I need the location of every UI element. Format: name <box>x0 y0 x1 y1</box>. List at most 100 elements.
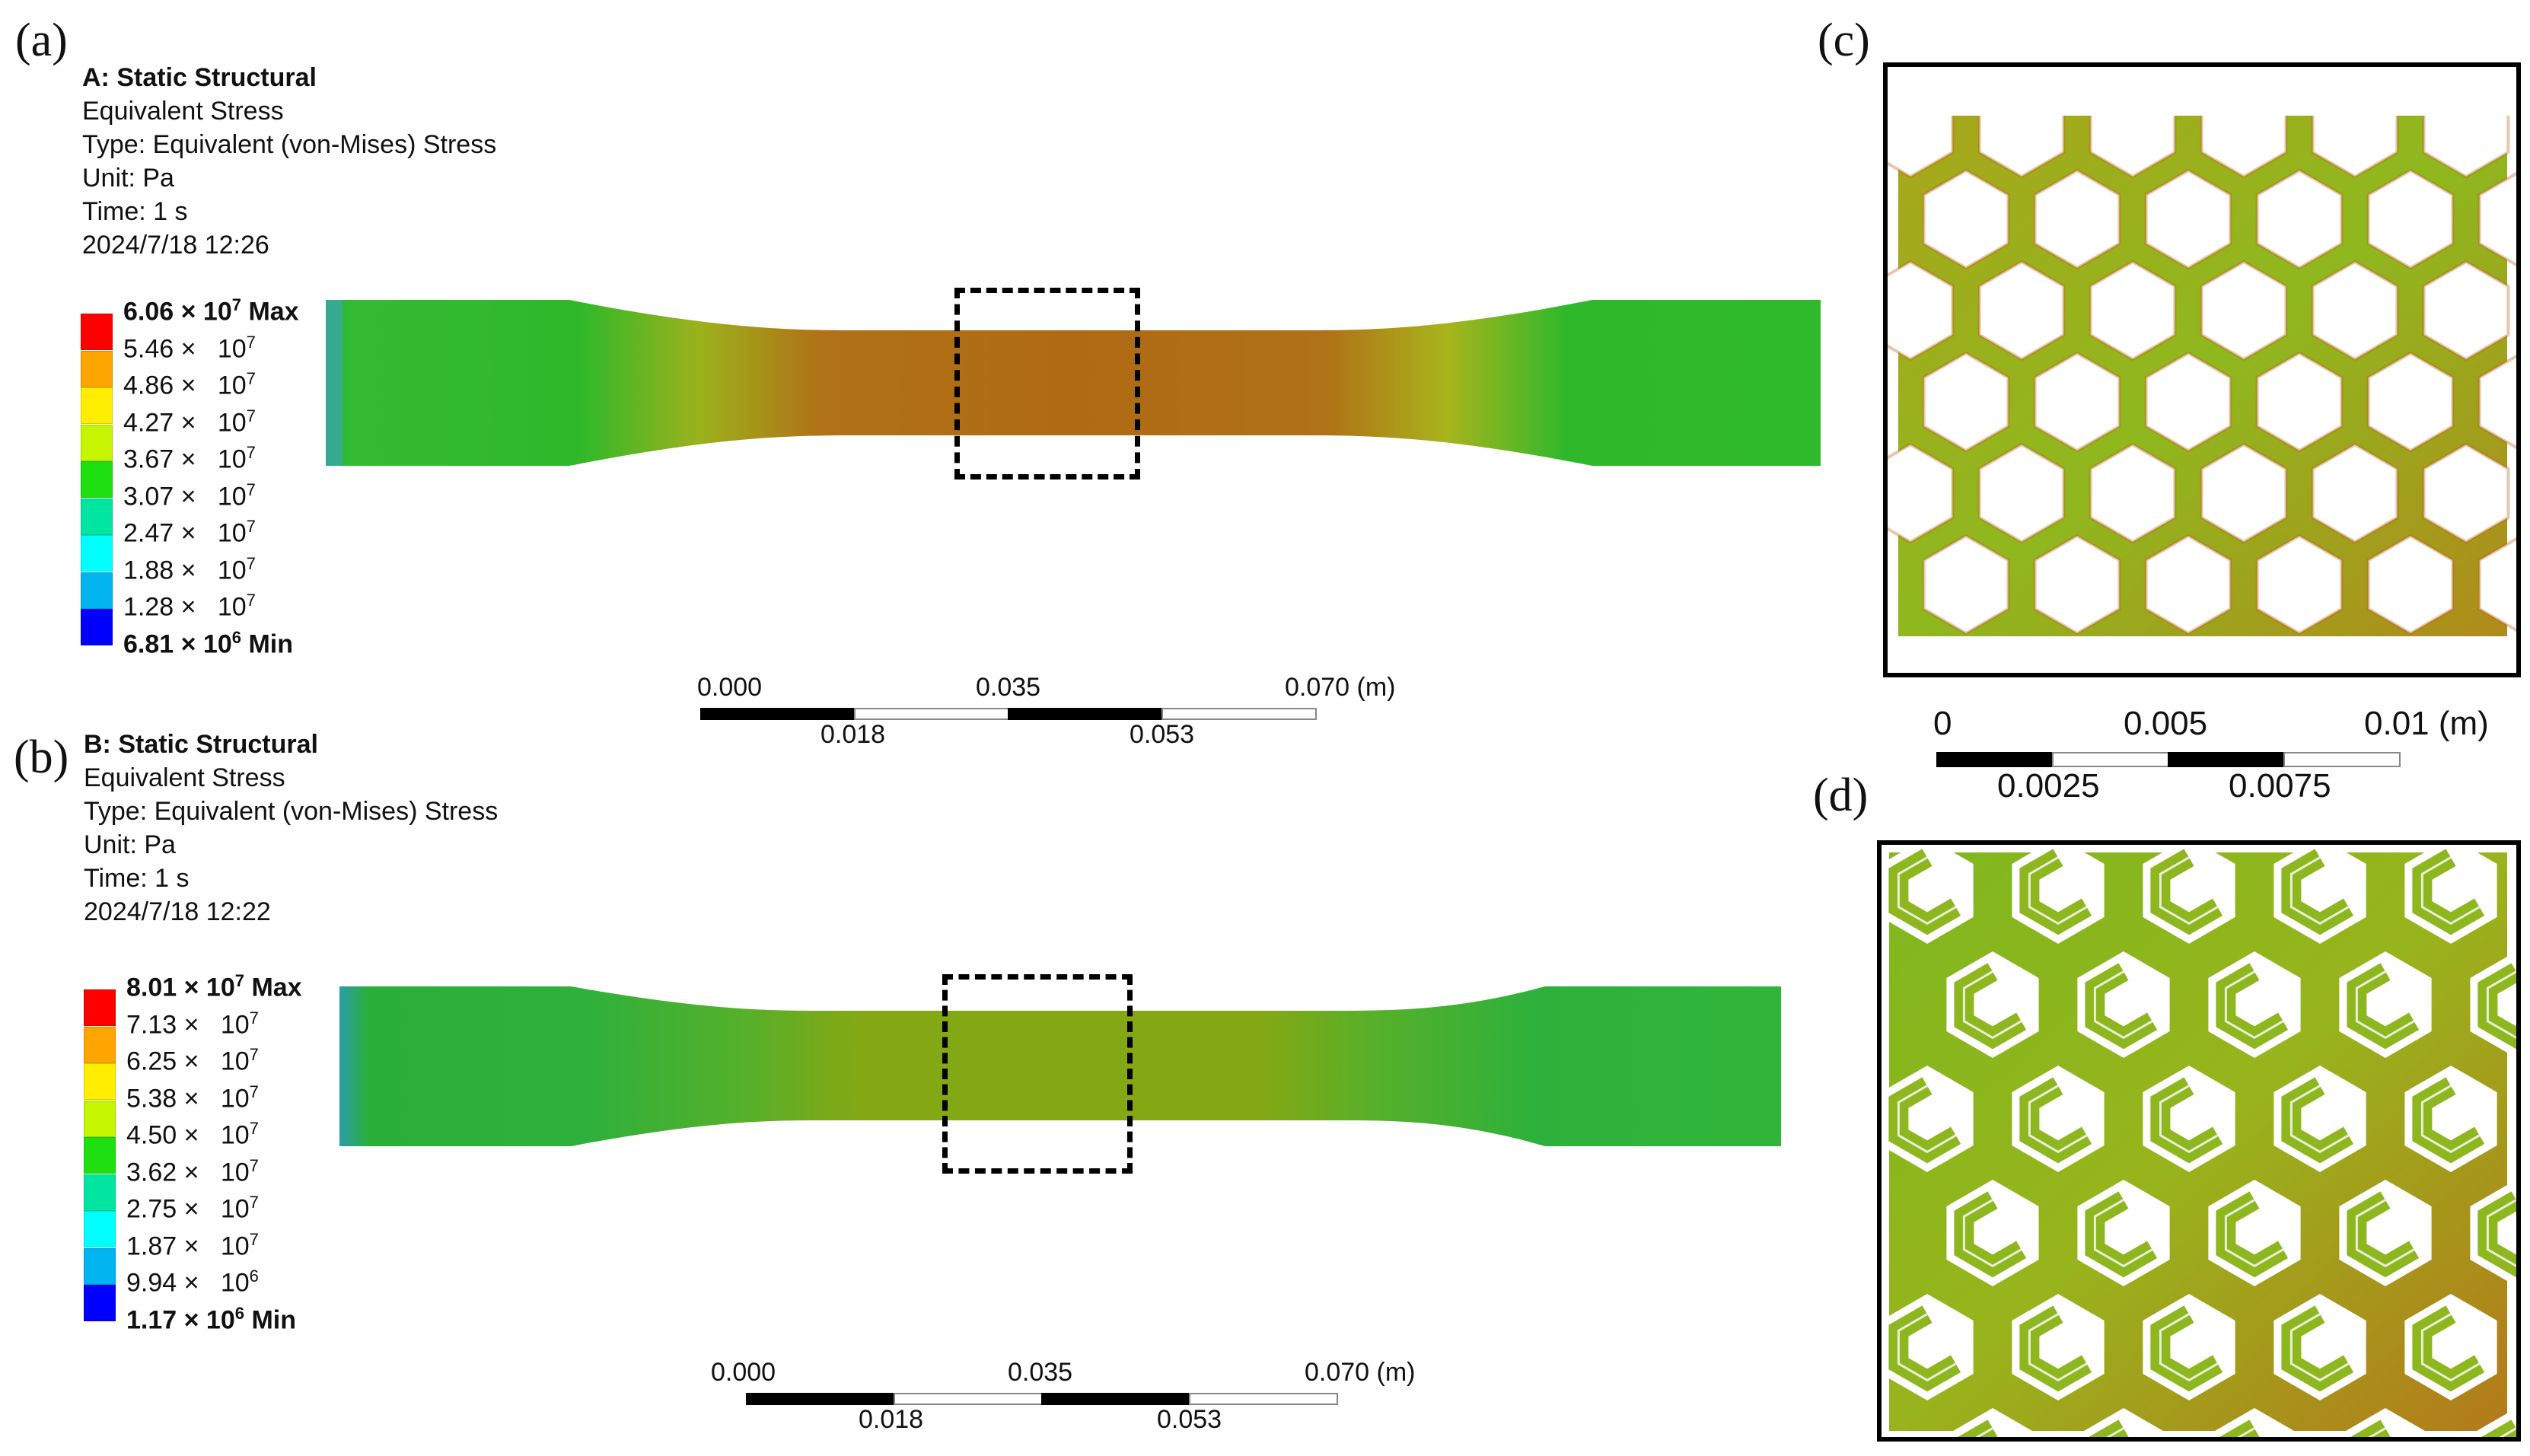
legend-swatch <box>84 1100 116 1137</box>
scale-seg <box>894 1393 1043 1405</box>
lattice-spiral-edge <box>2224 1199 2284 1268</box>
lattice-cell <box>2366 351 2455 453</box>
legend-swatch <box>81 350 113 387</box>
lattice-cell <box>2089 442 2177 544</box>
panel-label-c: (c) <box>1818 14 1870 66</box>
legend-swatch <box>81 461 113 498</box>
lattice-cell <box>2033 351 2121 453</box>
legend-swatch <box>84 1174 116 1211</box>
zoom-view-d <box>1877 840 2521 1442</box>
legend-swatch <box>81 314 113 350</box>
lattice-spiral-edge <box>2028 1085 2088 1154</box>
lattice-spiral-edge <box>2028 856 2088 926</box>
unit-b: Unit: Pa <box>84 830 176 859</box>
analysis-title-a: A: Static Structural <box>82 63 317 92</box>
lattice-cell <box>2200 260 2288 362</box>
lattice-cell <box>2144 168 2232 270</box>
legend-label: 3.67 × 107 <box>123 443 256 474</box>
legend-label: 1.28 × 107 <box>123 591 256 622</box>
timestamp-b: 2024/7/18 12:22 <box>84 897 271 926</box>
lattice-cell <box>2477 537 2516 632</box>
scale-tick-4-c: 0.01 (m) <box>2364 705 2489 742</box>
info-block-a: A: Static Structural Equivalent Stress T… <box>82 61 496 262</box>
scale-tick-4-a: 0.070 (m) <box>1285 673 1396 702</box>
lattice-cell <box>2477 171 2516 267</box>
lattice-cell <box>2422 260 2510 362</box>
scale-tick-1-c: 0.0025 <box>1997 767 2100 804</box>
scale-seg <box>854 708 1009 720</box>
scale-tick-1-a: 0.018 <box>820 720 886 749</box>
lattice-cell <box>2144 351 2232 453</box>
lattice-spiral-edge <box>2289 1085 2350 1154</box>
lattice-cell <box>2255 168 2344 270</box>
scale-tick-3-a: 0.053 <box>1130 720 1195 749</box>
legend-swatch <box>84 1063 116 1100</box>
scale-seg <box>1936 752 2054 767</box>
legend-swatch <box>84 1026 116 1063</box>
lattice-spiral-edge <box>2355 1199 2415 1268</box>
legend-swatch <box>84 1285 116 1321</box>
lattice-spiral-edge <box>2159 1313 2219 1382</box>
result-name-a: Equivalent Stress <box>82 97 284 126</box>
legend-swatch <box>81 572 113 609</box>
lattice-cell <box>2477 354 2516 450</box>
lattice-spiral-edge <box>2028 1313 2088 1382</box>
lattice-spiral-edge <box>2289 856 2350 926</box>
legend-swatch <box>84 1137 116 1174</box>
unit-a: Unit: Pa <box>82 164 174 193</box>
lattice-spiral-edge <box>2486 1199 2516 1268</box>
lattice-cell <box>1888 442 1955 544</box>
scale-seg <box>1008 708 1163 720</box>
legend-label: 9.94 × 106 <box>126 1266 259 1298</box>
specimen-b-body <box>339 986 1781 1146</box>
scale-tick-2-a: 0.035 <box>976 673 1041 702</box>
legend-label: 8.01 × 107 Max <box>126 971 302 1002</box>
legend-label: 4.50 × 107 <box>126 1119 259 1150</box>
scale-tick-2-c: 0.005 <box>2124 705 2208 742</box>
lattice-spiral-edge <box>1897 1313 1957 1382</box>
lattice-cell <box>1888 260 1955 362</box>
scale-tick-0-c: 0 <box>1933 705 1952 742</box>
specimen-b <box>335 977 1796 1168</box>
scale-bar-b: 0.000 0.035 0.070 (m) 0.018 0.053 <box>711 1358 1416 1442</box>
specimen-a-body <box>326 300 1821 466</box>
lattice-spiral-edge <box>1962 1199 2022 1268</box>
zoom-region-box-a <box>954 288 1140 479</box>
legend-label: 1.17 × 106 Min <box>126 1303 296 1334</box>
legend-swatch <box>81 609 113 645</box>
timestamp-a: 2024/7/18 12:26 <box>82 231 269 260</box>
lattice-cell <box>2311 442 2399 544</box>
lattice-spiral-edge <box>2093 1199 2153 1268</box>
scale-tick-3-c: 0.0075 <box>2229 767 2331 804</box>
lattice-cell <box>2033 534 2121 636</box>
time-b: Time: 1 s <box>84 864 190 893</box>
lattice-cell <box>2208 1408 2301 1437</box>
scale-tick-0-a: 0.000 <box>697 673 763 702</box>
lattice-cell <box>2339 1408 2432 1437</box>
scale-tick-1-b: 0.018 <box>859 1405 924 1434</box>
lattice-cell <box>2255 534 2344 636</box>
legend-label: 7.13 × 107 <box>126 1008 259 1039</box>
lattice-cell <box>1977 260 2066 362</box>
info-block-b: B: Static Structural Equivalent Stress T… <box>84 728 498 929</box>
lattice-cell <box>2077 1408 2170 1437</box>
lattice-cell <box>2255 351 2344 453</box>
scale-seg <box>2283 752 2401 767</box>
scale-bar-c: 0 0.005 0.01 (m) 0.0025 0.0075 <box>1933 705 2512 811</box>
lattice-spiral-edge <box>2355 970 2415 1040</box>
lattice-spiral-edge <box>2093 970 2153 1040</box>
analysis-title-b: B: Static Structural <box>84 730 318 759</box>
scale-seg <box>2052 752 2169 767</box>
spiral-lattice-d <box>1882 845 2516 1437</box>
legend-label: 3.07 × 107 <box>123 479 256 511</box>
lattice-spiral-edge <box>2486 970 2516 1040</box>
legend-swatch <box>84 1211 116 1247</box>
lattice-cell <box>1922 351 2010 453</box>
lattice-spiral-edge <box>2159 1085 2219 1154</box>
lattice-spiral-edge <box>1897 1085 1957 1154</box>
legend-swatch <box>84 989 116 1026</box>
lattice-cell <box>2366 534 2455 636</box>
lattice-cell <box>2033 168 2121 270</box>
scale-tick-0-b: 0.000 <box>711 1358 776 1387</box>
